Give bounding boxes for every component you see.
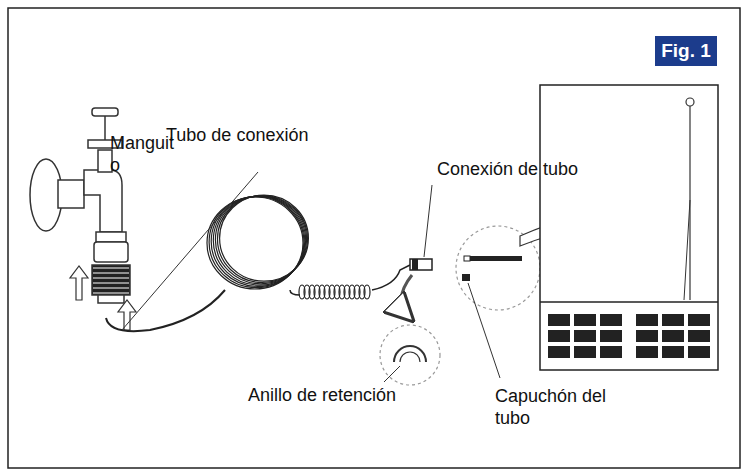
- callout-arrow: [401, 275, 412, 318]
- up-arrow: [70, 266, 88, 300]
- up-arrow: [118, 300, 136, 330]
- figure-number: Fig. 1: [661, 40, 711, 62]
- frame: [8, 8, 740, 468]
- leader-line: [384, 366, 400, 382]
- hose-coil: [207, 195, 308, 289]
- refrigerator: [540, 85, 718, 370]
- part-label: Anillo de retención: [248, 384, 396, 406]
- tube-piece: [466, 256, 522, 261]
- coiled-hose: [299, 285, 370, 299]
- part-label: Conexión de tubo: [437, 158, 578, 180]
- leader-line: [468, 283, 500, 378]
- tube-cap: [462, 274, 470, 281]
- hose: [106, 290, 225, 331]
- refrigerator-grille: [548, 314, 710, 358]
- part-label: Capuchón del tubo: [495, 385, 625, 429]
- tube-connector: [410, 259, 432, 270]
- leader-line: [424, 185, 432, 257]
- figure-tag: Fig. 1: [655, 36, 717, 66]
- leader-line: [122, 172, 258, 330]
- retention-ring: [394, 346, 426, 362]
- detail-circle: [380, 325, 440, 385]
- part-label: Tubo de conexión: [166, 124, 308, 146]
